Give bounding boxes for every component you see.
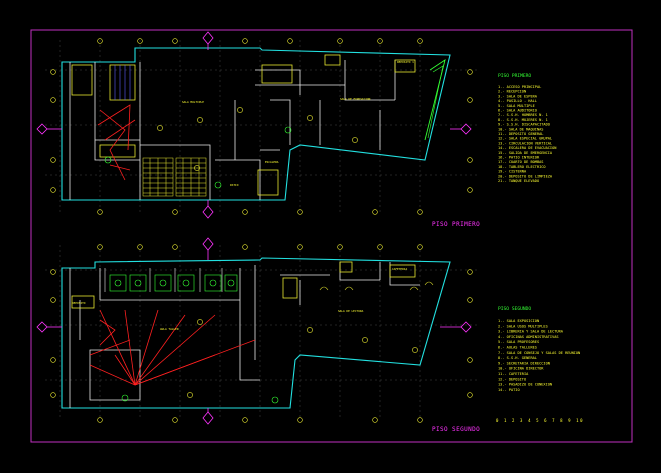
- room-label: ESCALERA: [265, 160, 279, 164]
- legend-item: 13.- PASADIZO DE CONEXION: [498, 383, 552, 387]
- grid-bubbles-second: [50, 244, 473, 423]
- room-label: SALA DE LECTURA: [338, 309, 364, 313]
- legend-item: 1.- ACCESO PRINCIPAL: [498, 85, 541, 89]
- section-markers-second: [36, 237, 472, 425]
- legend-item: 14.- PATIO: [498, 388, 520, 392]
- legend-item: 5.- SALA PROFESORES: [498, 340, 539, 344]
- legend-item: 21.- TANQUE ELEVADO: [498, 179, 539, 183]
- legend-title: PISO PRIMERO: [498, 73, 531, 79]
- room-label: SALA DE EXPOSICION: [340, 97, 371, 101]
- section-markers-first: [36, 31, 472, 219]
- room-label: SALA MULTIPLE: [182, 100, 204, 104]
- room-label: AULA TALLER: [160, 327, 179, 331]
- legend-item: 7.- SALA DE CONSEJO Y SALAS DE REUNION: [498, 351, 580, 355]
- wiring-second: [89, 309, 256, 386]
- classroom-blocks: [109, 274, 238, 292]
- legend-item: 6.- AULAS TALLERES: [498, 346, 537, 350]
- wiring-first: [97, 104, 136, 181]
- exterior-wall-first: [61, 47, 451, 201]
- legend-item: 2.- SALA USOS MULTIPLES: [498, 324, 548, 328]
- legend-item: 3.- SALA DE ESPERA: [498, 94, 538, 98]
- legend-item: 17.- CUARTO DE BOMBAS: [498, 160, 543, 164]
- room-label: PATIO: [230, 183, 239, 187]
- legend-item: 12.- SALA ESPECIAL GRUPAL: [498, 137, 552, 141]
- fixtures-first: [71, 54, 446, 196]
- legend-item: 5.- SALA MULTIPLE: [498, 104, 535, 108]
- plan-title-first: PISO PRIMERO: [432, 221, 480, 228]
- plan-first-floor: SALA MULTIPLE SALA DE EXPOSICION ESCALER…: [36, 31, 480, 228]
- legend-item: 13.- CIRCULACION VERTICAL: [498, 141, 552, 145]
- legend-item: 1.- SALA EXPOSICION: [498, 319, 539, 323]
- light-fixtures-second: [104, 268, 223, 292]
- legend-title: PISO SEGUNDO: [498, 306, 531, 312]
- legend-item: 4.- OFICINAS ADMINISTRATIVAS: [498, 335, 559, 339]
- legend-item: 10.- OFICINA DIRECTOR: [498, 367, 544, 371]
- legend-item: 9.- S.S.H. DISCAPACITADO: [498, 123, 550, 127]
- legend-item: 19.- CISTERNA: [498, 170, 527, 174]
- fixtures-second: [71, 261, 434, 404]
- legend-item: 20.- DEPOSITO DE LIMPIEZA: [498, 174, 553, 178]
- legend-item: 6.- SALA AUDITORIO: [498, 109, 537, 113]
- legend-item: 14.- ESCALERA DE EVACUACION: [498, 146, 556, 150]
- room-label: CAFETERIA: [392, 267, 407, 271]
- legend-item: 11.- DEPOSITO GENERAL: [498, 132, 543, 136]
- scale-bar: 0 1 2 3 4 5 6 7 8 9 10: [496, 418, 584, 423]
- legend-item: 4.- PASILLO - HALL: [498, 99, 537, 103]
- interior-walls-first: [69, 60, 396, 200]
- legend-item: 16.- PATIO INTERIOR: [498, 156, 540, 160]
- legend-item: 7.- S.S.H. HOMBRES N. 1: [498, 113, 548, 117]
- plan-second-floor: DEPOSITO SALA DE LECTURA CAFETERIA AULA …: [36, 237, 480, 433]
- legend-item: 9.- SECRETARIA DIRECCION: [498, 361, 550, 365]
- plan-title-second: PISO SEGUNDO: [432, 426, 480, 433]
- room-label: DEPOSITO 1: [397, 60, 414, 64]
- legend-item: 12.- DEPOSITO: [498, 377, 526, 381]
- interior-walls-second: [69, 262, 420, 408]
- sheet-frame: [30, 29, 633, 443]
- legend-item: 11.- CAFETERIA: [498, 372, 529, 376]
- grid-lines-second: [45, 245, 480, 420]
- legend-item: 18.- TABLERO ELECTRICO: [498, 165, 546, 169]
- legend-item: 2.- RECEPCION: [498, 90, 526, 94]
- legend-item: 15.- SALIDA DE EMERGENCIA: [498, 151, 553, 155]
- legend-item: 8.- S.S.H. MUJERES N. 1: [498, 118, 548, 122]
- auditorium-seating: [142, 157, 207, 197]
- room-label: DEPOSITO: [72, 301, 86, 305]
- legend-item: 8.- S.S.H. GENERAL: [498, 356, 537, 360]
- legend-item: 3.- LIBRERIA Y SALA DE LECTURA: [498, 330, 564, 334]
- exterior-wall-second: [61, 257, 451, 409]
- grid-bubbles-first: [50, 38, 473, 215]
- legend-item: 10.- SALA DE MAQUINAS: [498, 127, 543, 131]
